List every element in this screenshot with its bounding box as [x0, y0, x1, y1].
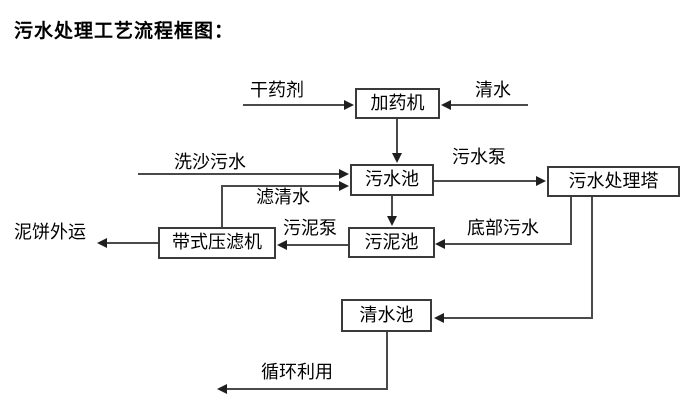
label-filtered-water: 滤清水: [256, 187, 310, 208]
flow-line-tower-drop-1: [570, 197, 572, 244]
label-recycling: 循环利用: [261, 362, 333, 383]
label-bottom-sewage: 底部污水: [467, 218, 539, 239]
arrowhead-recycling-left: [217, 384, 227, 394]
arrowhead-bottom-sewage-left: [435, 239, 445, 249]
page-title: 污水处理工艺流程框图：: [14, 20, 235, 42]
node-clean-water-pool: 清水池: [341, 299, 432, 332]
flow-line-clean-water: [450, 104, 528, 106]
label-sewage-pump: 污水泵: [452, 147, 506, 168]
label-clean-water: 清水: [475, 80, 511, 101]
flow-line-tower-to-cleanpool: [444, 317, 593, 319]
arrowhead-dry-agent-right: [344, 100, 354, 110]
flow-line-dosing-to-sewage: [396, 119, 398, 157]
arrowhead-sand-washing-right: [339, 169, 349, 179]
flow-line-recycling: [226, 388, 387, 390]
arrowhead-mud-cake-left: [97, 238, 107, 248]
label-sludge-pump: 污泥泵: [283, 218, 337, 239]
arrowhead-sludge-pump-left: [277, 240, 287, 250]
flow-line-mud-cake: [106, 242, 158, 244]
flow-line-cleanpool-down: [386, 332, 388, 390]
flow-line-sludge-pump: [286, 244, 348, 246]
flow-line-filtered-water-vertical: [221, 185, 223, 227]
arrowhead-clean-water-left: [441, 100, 451, 110]
label-mud-cake-out: 泥饼外运: [14, 222, 86, 243]
label-sand-washing-sewage: 洗沙污水: [174, 152, 246, 173]
node-sewage-pool: 污水池: [350, 164, 434, 196]
flow-line-tower-drop-2: [591, 197, 593, 319]
node-belt-filter-press: 带式压滤机: [158, 227, 276, 259]
flow-line-sewage-to-sludge: [391, 196, 393, 220]
node-treatment-tower: 污水处理塔: [547, 166, 680, 197]
arrowhead-sewage-pump-right: [536, 176, 546, 186]
flow-line-sewage-pump: [434, 180, 538, 182]
arrowhead-sewage-to-sludge-down: [387, 216, 397, 226]
node-sludge-pool: 污泥池: [348, 227, 435, 258]
flow-line-bottom-sewage: [444, 243, 572, 245]
flow-line-sand-washing: [138, 173, 341, 175]
arrowhead-cleanpool-left: [434, 313, 444, 323]
node-dosing-machine: 加药机: [355, 88, 440, 119]
label-dry-agent: 干药剂: [250, 80, 304, 101]
flow-line-filtered-water: [221, 185, 341, 187]
arrowhead-filtered-water-right: [339, 181, 349, 191]
arrowhead-dosing-to-sewage-down: [392, 153, 402, 163]
flow-line-dry-agent: [243, 104, 347, 106]
